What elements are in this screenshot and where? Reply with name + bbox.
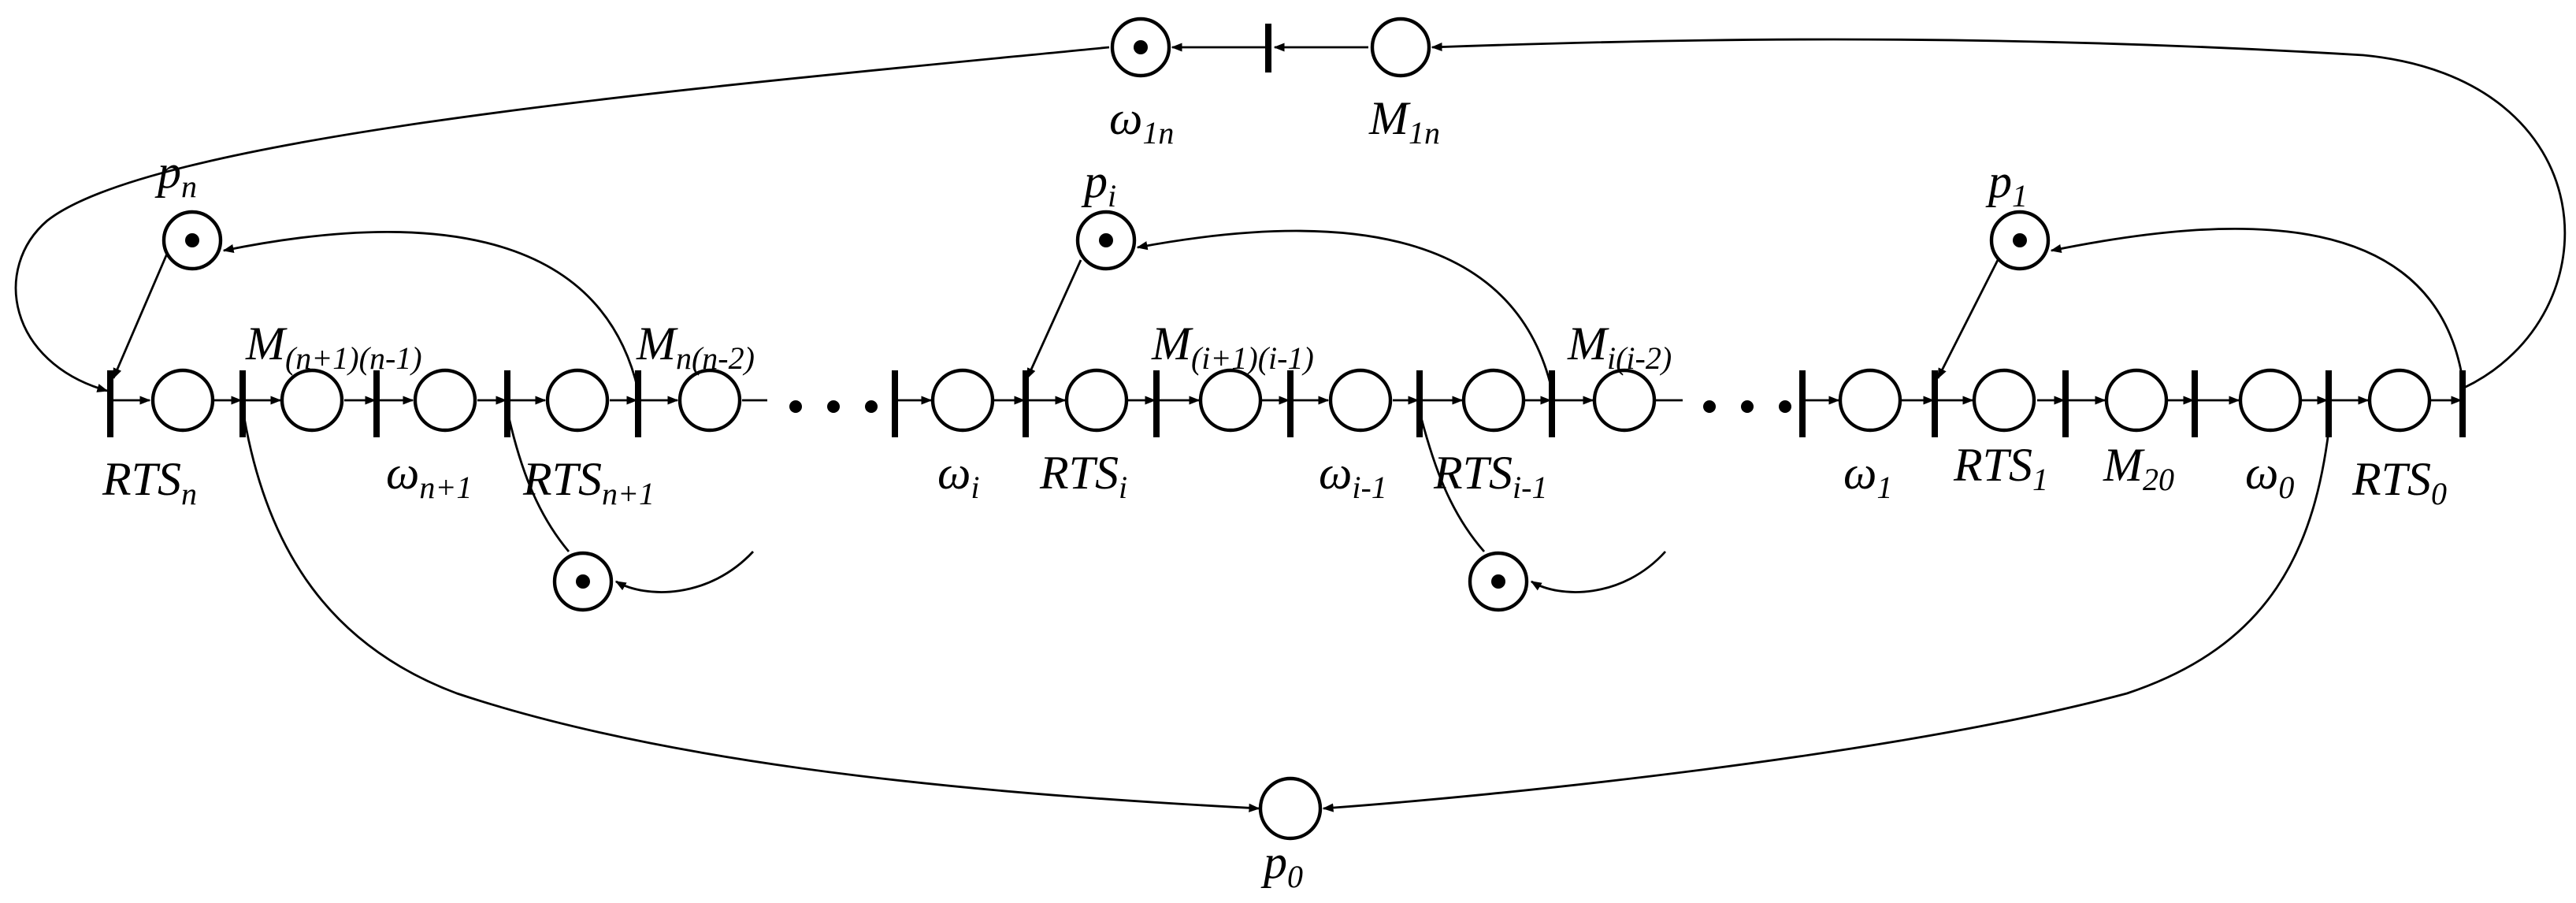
place-rts-n	[150, 368, 215, 433]
ellipsis-dot	[865, 400, 878, 413]
arc	[2050, 227, 2466, 391]
ellipsis-dot	[827, 400, 840, 413]
token	[1134, 40, 1148, 54]
place-m-i-i-2	[1592, 368, 1657, 433]
label-p-n: pn	[154, 146, 197, 204]
arc	[1420, 417, 1486, 552]
token	[1099, 233, 1113, 247]
place-rts-n1	[545, 368, 610, 433]
label-rts-n1: RTSn+1	[522, 453, 655, 511]
place-m-n1-n-1	[280, 368, 344, 433]
transitions	[107, 24, 2466, 437]
arc	[222, 231, 640, 391]
arc	[1026, 259, 1082, 380]
place-rts-0	[2367, 368, 2432, 433]
label-omega-i: ωi	[937, 447, 980, 505]
ellipsis-dot	[1703, 400, 1716, 413]
label-rts-1: RTS1	[1953, 439, 2048, 497]
ellipsis-dot	[1741, 400, 1754, 413]
label-p-0: p0	[1260, 836, 1303, 894]
label-rts-i-1: RTSi-1	[1433, 447, 1547, 505]
label-rts-0: RTS0	[2351, 453, 2447, 511]
label-m-i1-i-1: M(i+1)(i-1)	[1151, 318, 1314, 376]
arc	[1136, 229, 1553, 391]
ellipsis-dot	[1779, 400, 1791, 413]
place-omega-n1	[413, 368, 477, 433]
arcs	[14, 38, 2567, 812]
place-m-20	[2104, 368, 2169, 433]
arc	[1431, 38, 2567, 389]
place-m-n-n-2	[677, 368, 742, 433]
arc	[614, 551, 755, 593]
place-m-1n	[1370, 17, 1431, 78]
label-omega-i-1: ωi-1	[1319, 447, 1387, 505]
arc	[507, 417, 570, 552]
ellipsis-dot	[789, 400, 802, 413]
label-m-1n: M1n	[1368, 92, 1440, 150]
labels: ω1n M1n pn pi p1 M(n+1)(n-1) Mn(n-2) M(i…	[102, 92, 2447, 894]
label-m-i-i-2: Mi(i-2)	[1567, 318, 1672, 376]
place-m-i1-i-1	[1198, 368, 1263, 433]
label-omega-1: ω1	[1843, 447, 1892, 505]
token	[1491, 574, 1505, 589]
label-m-20: M20	[2103, 439, 2174, 497]
token	[185, 233, 199, 247]
token	[2013, 233, 2027, 247]
label-rts-n: RTSn	[102, 453, 197, 511]
token	[576, 574, 590, 589]
arc	[243, 417, 1260, 812]
place-omega-i-1	[1328, 368, 1393, 433]
label-omega-1n: ω1n	[1109, 92, 1174, 150]
place-rts-i	[1064, 368, 1129, 433]
place-rts-1	[1972, 368, 2036, 433]
label-m-n1-n-1: M(n+1)(n-1)	[245, 318, 422, 376]
place-p-0	[1258, 776, 1323, 841]
place-omega-i	[930, 368, 995, 433]
label-p-i: pi	[1081, 155, 1116, 214]
place-omega-1	[1838, 368, 1902, 433]
label-m-n-n-2: Mn(n-2)	[636, 318, 755, 376]
arc	[1530, 551, 1667, 593]
label-p-1: p1	[1985, 155, 2028, 214]
label-omega-0: ω0	[2245, 447, 2294, 505]
arc	[1322, 417, 2332, 812]
arc	[1936, 259, 1999, 380]
place-rts-i-1	[1461, 368, 1526, 433]
place-omega-0	[2238, 368, 2303, 433]
arc	[112, 253, 169, 380]
places	[150, 17, 2432, 841]
label-omega-n1: ωn+1	[386, 447, 472, 505]
label-rts-i: RTSi	[1039, 447, 1127, 505]
arc	[14, 46, 1110, 392]
ellipsis-dots	[789, 400, 1791, 413]
